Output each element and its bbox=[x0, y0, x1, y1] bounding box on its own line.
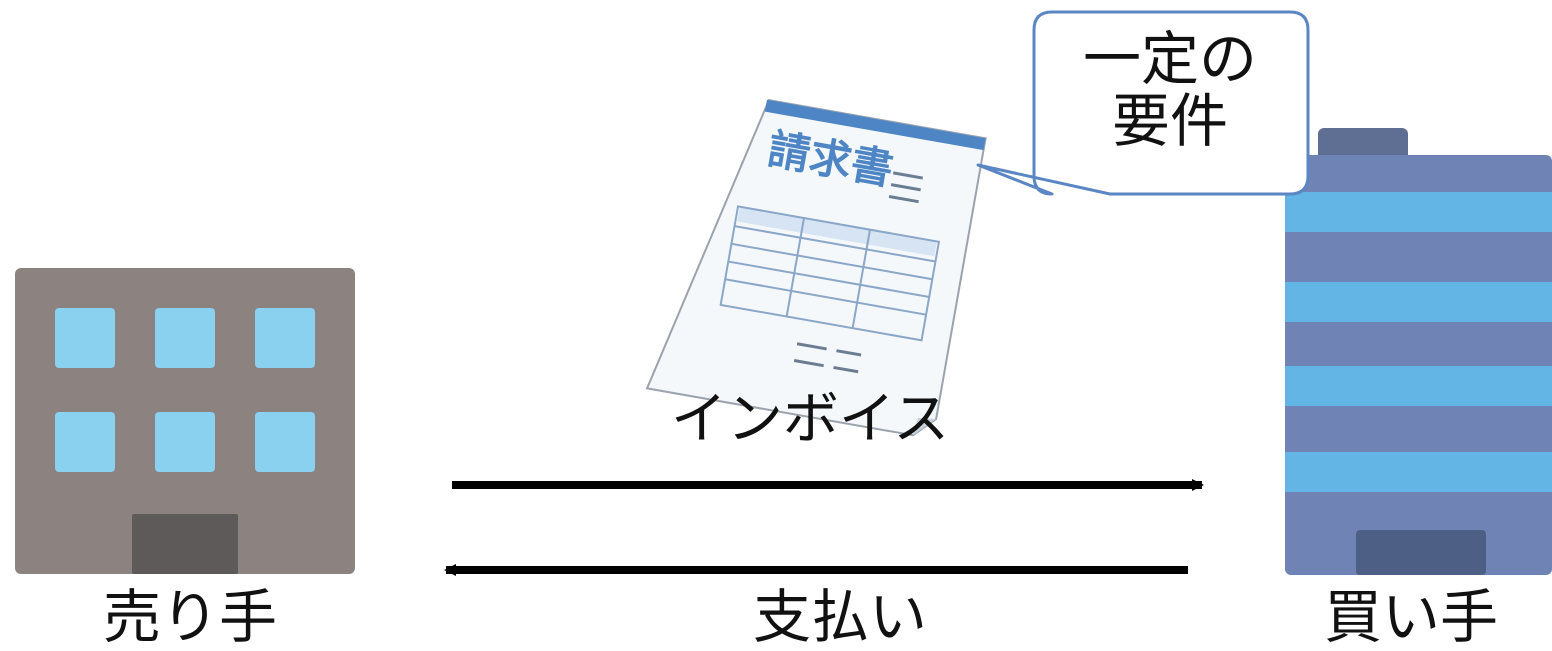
callout-line-2: 要件 bbox=[1111, 87, 1228, 155]
requirements-callout bbox=[976, 10, 1310, 196]
buyer-label: 買い手 bbox=[1323, 583, 1498, 651]
invoice-document-icon: 請求書 bbox=[645, 99, 987, 437]
callout-text: 一定の 要件 bbox=[1035, 28, 1305, 152]
seller-building-icon bbox=[15, 268, 355, 574]
payment-label: 支払い bbox=[752, 583, 927, 651]
buyer-building-icon bbox=[1285, 128, 1552, 575]
callout-line-1: 一定の bbox=[1082, 25, 1257, 93]
seller-label: 売り手 bbox=[102, 583, 277, 651]
invoice-label: インボイス bbox=[670, 387, 950, 452]
